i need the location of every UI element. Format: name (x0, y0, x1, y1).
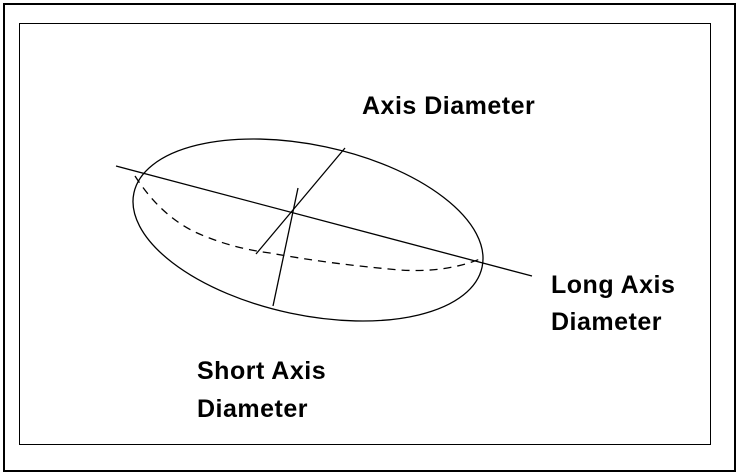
short-axis-line (272, 187, 299, 307)
long-axis-label-line1: Long Axis (551, 271, 676, 299)
short-axis-label-line1: Short Axis (197, 357, 327, 385)
long-axis-line (115, 165, 533, 277)
dashed-curve (134, 175, 481, 272)
axis-diameter-label: Axis Diameter (362, 92, 536, 120)
inner-frame (19, 23, 711, 445)
short-axis-label-line2: Diameter (197, 395, 308, 423)
axis-diameter-line (255, 147, 346, 255)
ellipse-outline (132, 138, 484, 322)
long-axis-label-line2: Diameter (551, 308, 662, 336)
